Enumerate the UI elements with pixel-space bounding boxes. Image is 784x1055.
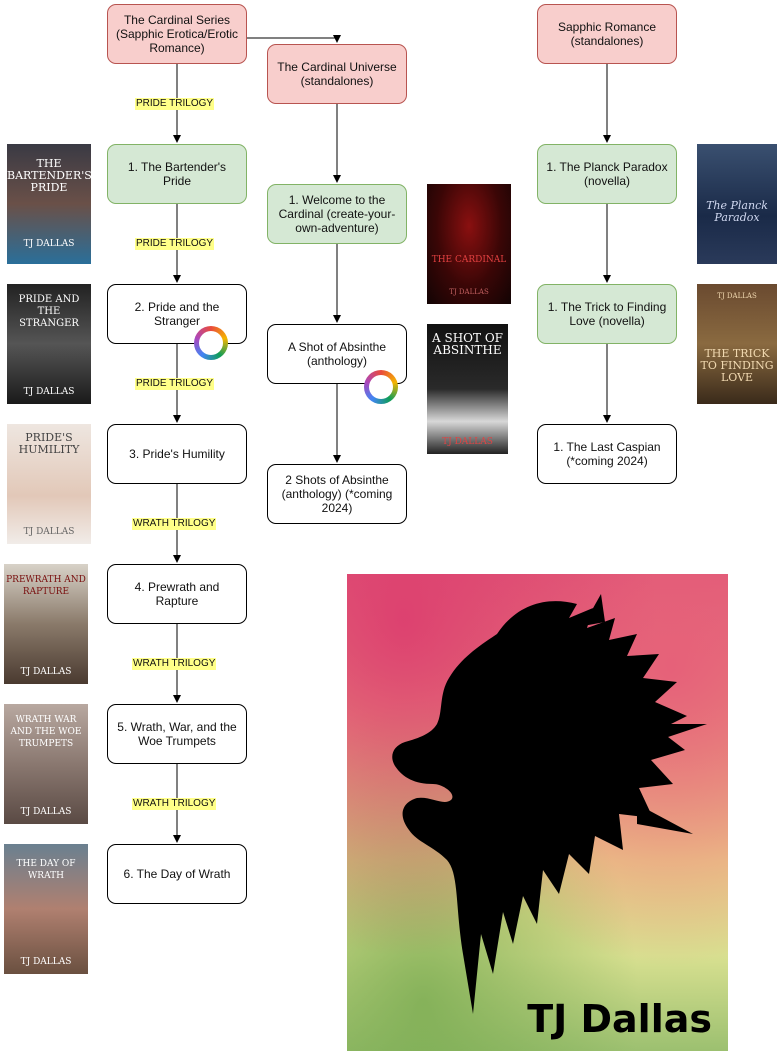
node-label: The Cardinal Series (Sapphic Erotica/Ero… xyxy=(115,13,239,55)
book-cover-prides-humility: PRIDE'S HUMILITY TJ DALLAS xyxy=(7,424,91,544)
node-label: 1. The Trick to Finding Love (novella) xyxy=(547,300,667,328)
book-cover-welcome-to-the-cardinal: THE CARDINAL TJ DALLAS xyxy=(427,184,511,304)
cover-author: TJ DALLAS xyxy=(442,437,493,447)
cover-title: PREWRATH AND RAPTURE xyxy=(6,575,86,597)
node-label: 1. The Planck Paradox (novella) xyxy=(546,160,668,188)
cover-title: PRIDE AND THE STRANGER xyxy=(18,294,80,329)
cover-author: TJ DALLAS xyxy=(20,957,72,967)
award-badge-icon xyxy=(194,326,228,360)
node-label: 1. Welcome to the Cardinal (create-your-… xyxy=(278,193,396,235)
book-cover-trick-to-finding-love: THE TRICK TO FINDING LOVE TJ DALLAS xyxy=(697,284,777,404)
cover-title: PRIDE'S HUMILITY xyxy=(18,431,80,456)
cover-author: TJ DALLAS xyxy=(23,527,75,537)
node-prewrath-and-rapture[interactable]: 4. Prewrath and Rapture xyxy=(107,564,247,624)
edge-label-pride-trilogy: PRIDE TRILOGY xyxy=(135,238,215,250)
edge-label-wrath-trilogy: WRATH TRILOGY xyxy=(132,798,217,810)
node-label: 1. The Bartender's Pride xyxy=(127,160,227,188)
cover-author: TJ DALLAS xyxy=(23,387,75,397)
edge-label-pride-trilogy: PRIDE TRILOGY xyxy=(135,378,215,390)
book-cover-planck-paradox: The Planck Paradox xyxy=(697,144,777,264)
cover-author: TJ DALLAS xyxy=(20,807,72,817)
cover-title: THE TRICK TO FINDING LOVE xyxy=(700,347,774,384)
node-label: Sapphic Romance (standalones) xyxy=(557,20,657,48)
book-cover-day-of-wrath: THE DAY OF WRATH TJ DALLAS xyxy=(4,844,88,974)
node-bartenders-pride[interactable]: 1. The Bartender's Pride xyxy=(107,144,247,204)
cover-title: A SHOT OF ABSINTHE xyxy=(432,331,503,357)
cover-title: THE CARDINAL xyxy=(431,255,507,265)
cover-author: TJ DALLAS xyxy=(717,292,757,300)
node-label: 4. Prewrath and Rapture xyxy=(134,580,220,608)
node-day-of-wrath[interactable]: 6. The Day of Wrath xyxy=(107,844,247,904)
book-cover-prewrath-and-rapture: PREWRATH AND RAPTURE TJ DALLAS xyxy=(4,564,88,684)
edge-label-wrath-trilogy: WRATH TRILOGY xyxy=(132,518,217,530)
edge-label-wrath-trilogy: WRATH TRILOGY xyxy=(132,658,217,670)
lion-head-silhouette-icon xyxy=(392,594,707,1014)
cover-title: The Planck Paradox xyxy=(706,199,768,224)
edge-series-to-universe xyxy=(247,35,341,43)
node-label: 2 Shots of Absinthe (anthology) (*coming… xyxy=(281,473,393,515)
node-planck-paradox[interactable]: 1. The Planck Paradox (novella) xyxy=(537,144,677,204)
cover-author: TJ DALLAS xyxy=(23,239,75,249)
cover-title: THE BARTENDER'S PRIDE xyxy=(7,157,91,194)
node-label: 6. The Day of Wrath xyxy=(123,867,231,881)
edge-label-pride-trilogy: PRIDE TRILOGY xyxy=(135,98,215,110)
node-label: 3. Pride's Humility xyxy=(129,447,225,461)
node-label: A Shot of Absinthe (anthology) xyxy=(287,340,387,368)
award-badge-icon xyxy=(364,370,398,404)
cover-title: WRATH WAR AND THE WOE TRUMPETS xyxy=(10,715,82,749)
node-sapphic-romance[interactable]: Sapphic Romance (standalones) xyxy=(537,4,677,64)
node-trick-to-finding-love[interactable]: 1. The Trick to Finding Love (novella) xyxy=(537,284,677,344)
poster-author-name: TJ Dallas xyxy=(527,997,712,1041)
node-prides-humility[interactable]: 3. Pride's Humility xyxy=(107,424,247,484)
book-cover-shot-of-absinthe: A SHOT OF ABSINTHE TJ DALLAS xyxy=(427,324,508,454)
book-cover-wrath-war-woe-trumpets: WRATH WAR AND THE WOE TRUMPETS TJ DALLAS xyxy=(4,704,88,824)
node-label: 1. The Last Caspian (*coming 2024) xyxy=(553,440,661,468)
node-label: The Cardinal Universe (standalones) xyxy=(277,60,397,88)
author-poster: TJ Dallas xyxy=(347,574,728,1051)
node-cardinal-series[interactable]: The Cardinal Series (Sapphic Erotica/Ero… xyxy=(107,4,247,64)
node-welcome-to-the-cardinal[interactable]: 1. Welcome to the Cardinal (create-your-… xyxy=(267,184,407,244)
node-cardinal-universe[interactable]: The Cardinal Universe (standalones) xyxy=(267,44,407,104)
book-cover-bartenders-pride: THE BARTENDER'S PRIDE TJ DALLAS xyxy=(7,144,91,264)
book-cover-pride-and-the-stranger: PRIDE AND THE STRANGER TJ DALLAS xyxy=(7,284,91,404)
cover-title: THE DAY OF WRATH xyxy=(16,859,76,881)
node-label: 5. Wrath, War, and the Woe Trumpets xyxy=(117,720,237,748)
cover-author: TJ DALLAS xyxy=(20,667,72,677)
node-pride-and-the-stranger[interactable]: 2. Pride and the Stranger xyxy=(107,284,247,344)
node-wrath-war-woe-trumpets[interactable]: 5. Wrath, War, and the Woe Trumpets xyxy=(107,704,247,764)
node-label: 2. Pride and the Stranger xyxy=(134,300,220,328)
node-two-shots-of-absinthe[interactable]: 2 Shots of Absinthe (anthology) (*coming… xyxy=(267,464,407,524)
cover-author: TJ DALLAS xyxy=(449,288,489,296)
node-last-caspian[interactable]: 1. The Last Caspian (*coming 2024) xyxy=(537,424,677,484)
